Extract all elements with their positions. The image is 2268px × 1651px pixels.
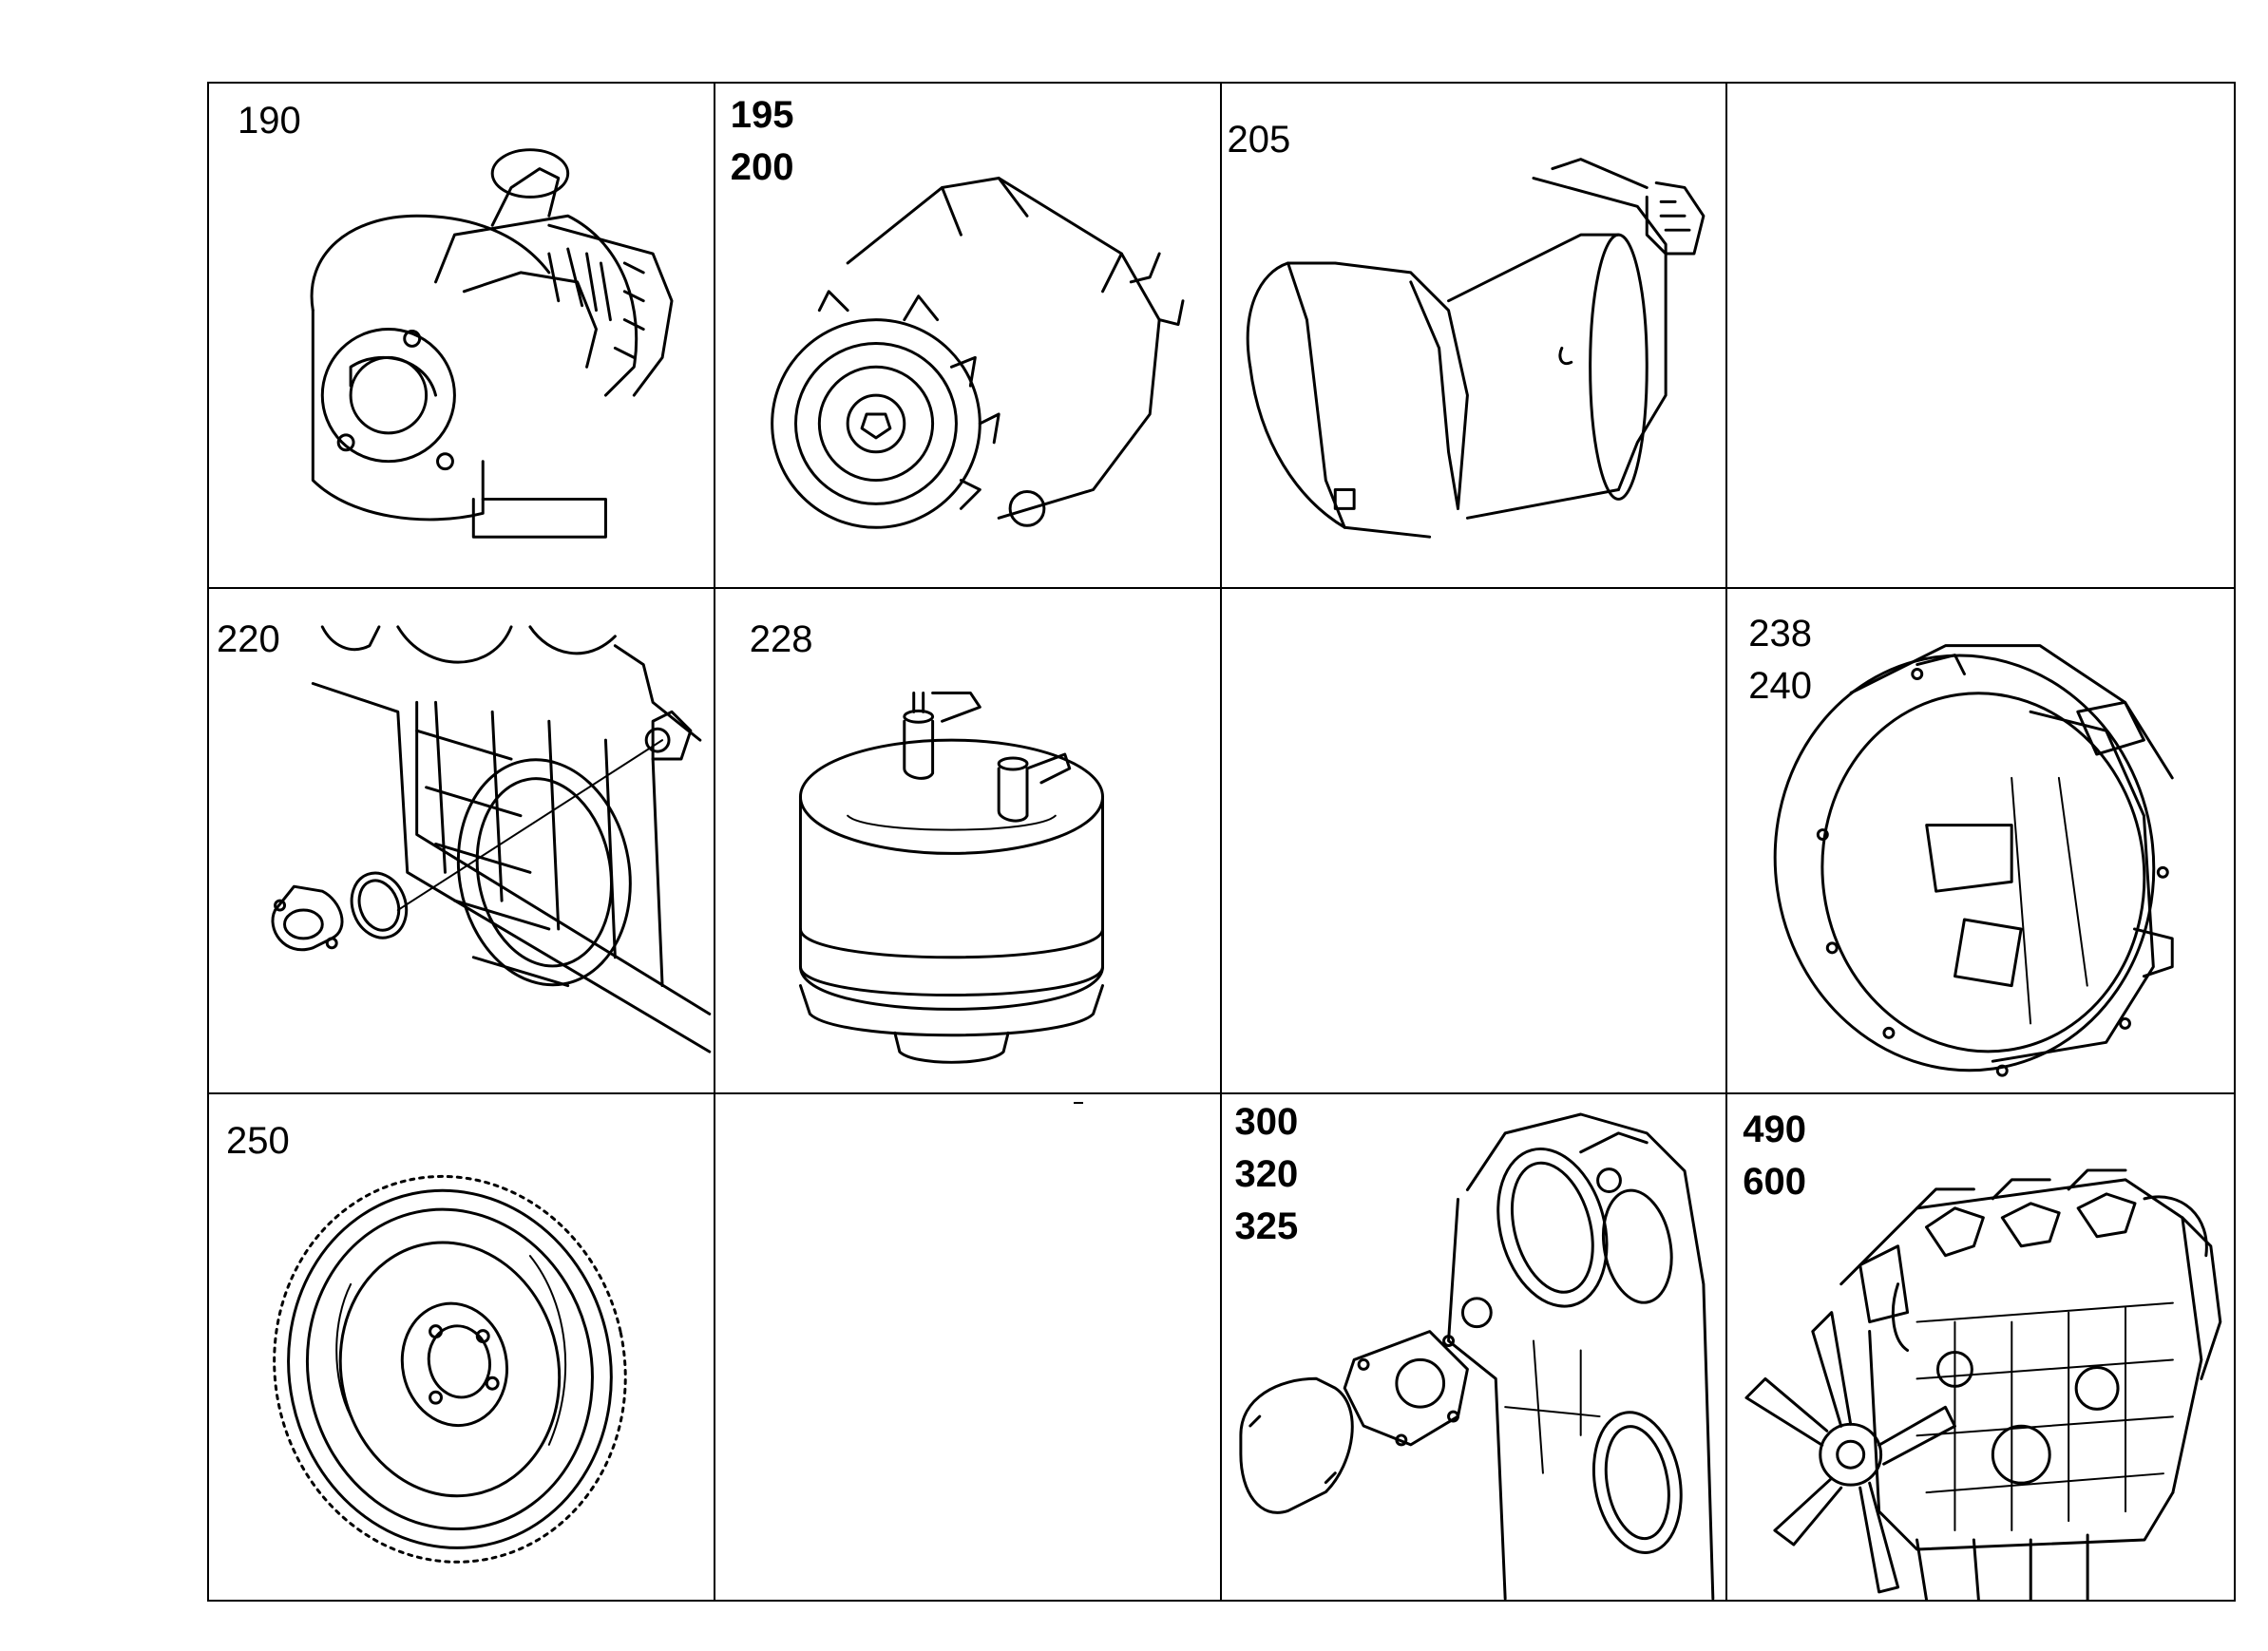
part-number: 320	[1234, 1153, 1299, 1195]
pressure-sender-icon	[798, 691, 1104, 1064]
part-number: 220	[217, 618, 280, 660]
part-number: 195	[730, 94, 794, 136]
cell-flywheel-housing[interactable]: 238 240	[1727, 589, 2234, 1094]
part-number: 250	[226, 1120, 290, 1162]
engine-assembly-icon	[1744, 1168, 2222, 1600]
cell-empty	[1727, 84, 2234, 589]
cell-cover-gasket[interactable]: 300 320 325	[1222, 1094, 1728, 1600]
part-number-label: 195 200	[731, 89, 794, 194]
part-number-label: 250	[226, 1115, 290, 1167]
cover-gasket-icon	[1238, 1112, 1714, 1600]
cell-alternator[interactable]: 195 200	[715, 84, 1222, 589]
starter-motor-icon	[1246, 158, 1705, 539]
cell-engine-assembly[interactable]: 490 600	[1727, 1094, 2234, 1600]
part-number: 205	[1227, 119, 1291, 161]
part-number-label: 490 600	[1743, 1104, 1806, 1208]
turbocharger-icon	[310, 148, 674, 539]
cell-starter-motor[interactable]: 205	[1221, 84, 1728, 589]
part-number: 228	[749, 618, 813, 660]
part-number: 600	[1743, 1161, 1806, 1203]
timing-cover-seal-icon	[271, 625, 712, 1053]
part-number: 190	[238, 100, 301, 142]
part-number: 238	[1748, 613, 1812, 655]
part-number: 300	[1234, 1101, 1299, 1143]
alternator-icon	[770, 177, 1185, 529]
part-number: 240	[1748, 665, 1812, 707]
cell-flywheel[interactable]: 250	[209, 1094, 715, 1600]
part-number: 490	[1743, 1109, 1806, 1150]
cell-timing-cover-seal[interactable]: 220	[209, 589, 715, 1094]
part-number-label: 228	[750, 614, 813, 666]
flywheel-icon	[273, 1174, 627, 1564]
parts-grid: 190 195 200	[207, 82, 2236, 1602]
part-number-label: 190	[238, 95, 301, 147]
cell-empty	[1221, 589, 1728, 1094]
part-number-label: 205	[1228, 114, 1291, 166]
cell-turbocharger[interactable]: 190	[209, 84, 715, 589]
flywheel-housing-icon	[1773, 644, 2174, 1077]
part-number: 200	[730, 146, 794, 188]
part-number: 325	[1234, 1205, 1299, 1247]
part-number-label: 220	[217, 614, 280, 666]
cell-pressure-sender[interactable]: 228	[715, 589, 1222, 1094]
part-number-label: 238 240	[1748, 608, 1812, 712]
stray-mark	[1074, 1102, 1083, 1104]
part-number-label: 300 320 325	[1235, 1096, 1299, 1253]
cell-empty	[715, 1094, 1222, 1600]
